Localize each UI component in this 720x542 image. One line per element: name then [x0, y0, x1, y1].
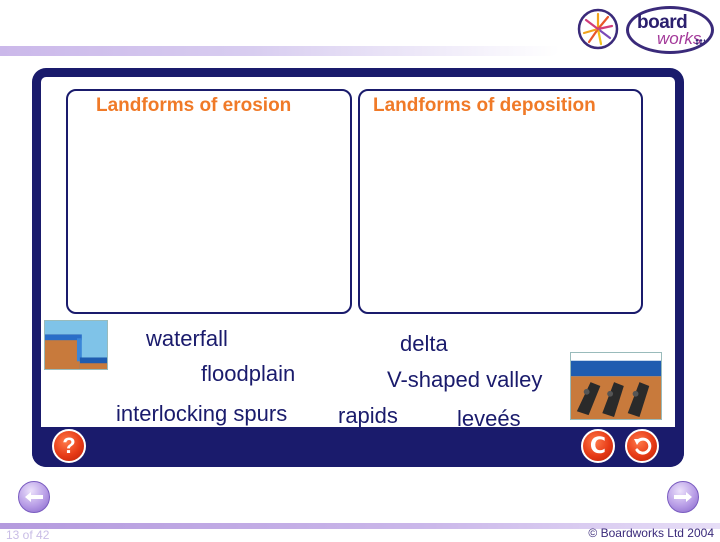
reset-button[interactable]: C: [581, 429, 615, 463]
word-waterfall[interactable]: waterfall: [146, 326, 228, 351]
next-slide-button[interactable]: [667, 481, 699, 513]
boardworks-wheel-icon: [577, 8, 619, 50]
footer-stripe: [0, 523, 720, 529]
word-interlocking-spurs[interactable]: interlocking spurs: [116, 401, 288, 426]
waterfall-image: [44, 320, 108, 370]
erosion-drop-zone[interactable]: Landforms of erosion: [66, 89, 352, 314]
word-rapids[interactable]: rapids: [338, 403, 398, 428]
previous-slide-icon: [25, 492, 43, 502]
next-slide-icon: [674, 492, 692, 502]
deposition-title: Landforms of deposition: [373, 95, 596, 116]
previous-slide-button[interactable]: [18, 481, 50, 513]
logo-board-text: board: [637, 12, 688, 33]
help-button[interactable]: ?: [52, 429, 86, 463]
word-delta[interactable]: delta: [400, 331, 448, 356]
logo-dots: [695, 39, 705, 45]
boardworks-logo: board works: [626, 6, 714, 54]
deposition-drop-zone[interactable]: Landforms of deposition: [358, 89, 643, 314]
undo-button[interactable]: [625, 429, 659, 463]
header-stripe: [0, 46, 560, 56]
slide-number: 13 of 42: [6, 528, 50, 542]
levees-image: [570, 352, 662, 420]
word-levees[interactable]: leveés: [457, 406, 521, 431]
undo-arrow-icon: [634, 437, 652, 455]
copyright-notice: © Boardworks Ltd 2004: [588, 526, 714, 540]
panel-toolbar: [32, 427, 684, 467]
erosion-title: Landforms of erosion: [96, 95, 292, 116]
word-floodplain[interactable]: floodplain: [201, 361, 296, 386]
word-v-shaped-valley[interactable]: V-shaped valley: [387, 367, 543, 392]
logo-works-text: works: [657, 29, 702, 48]
